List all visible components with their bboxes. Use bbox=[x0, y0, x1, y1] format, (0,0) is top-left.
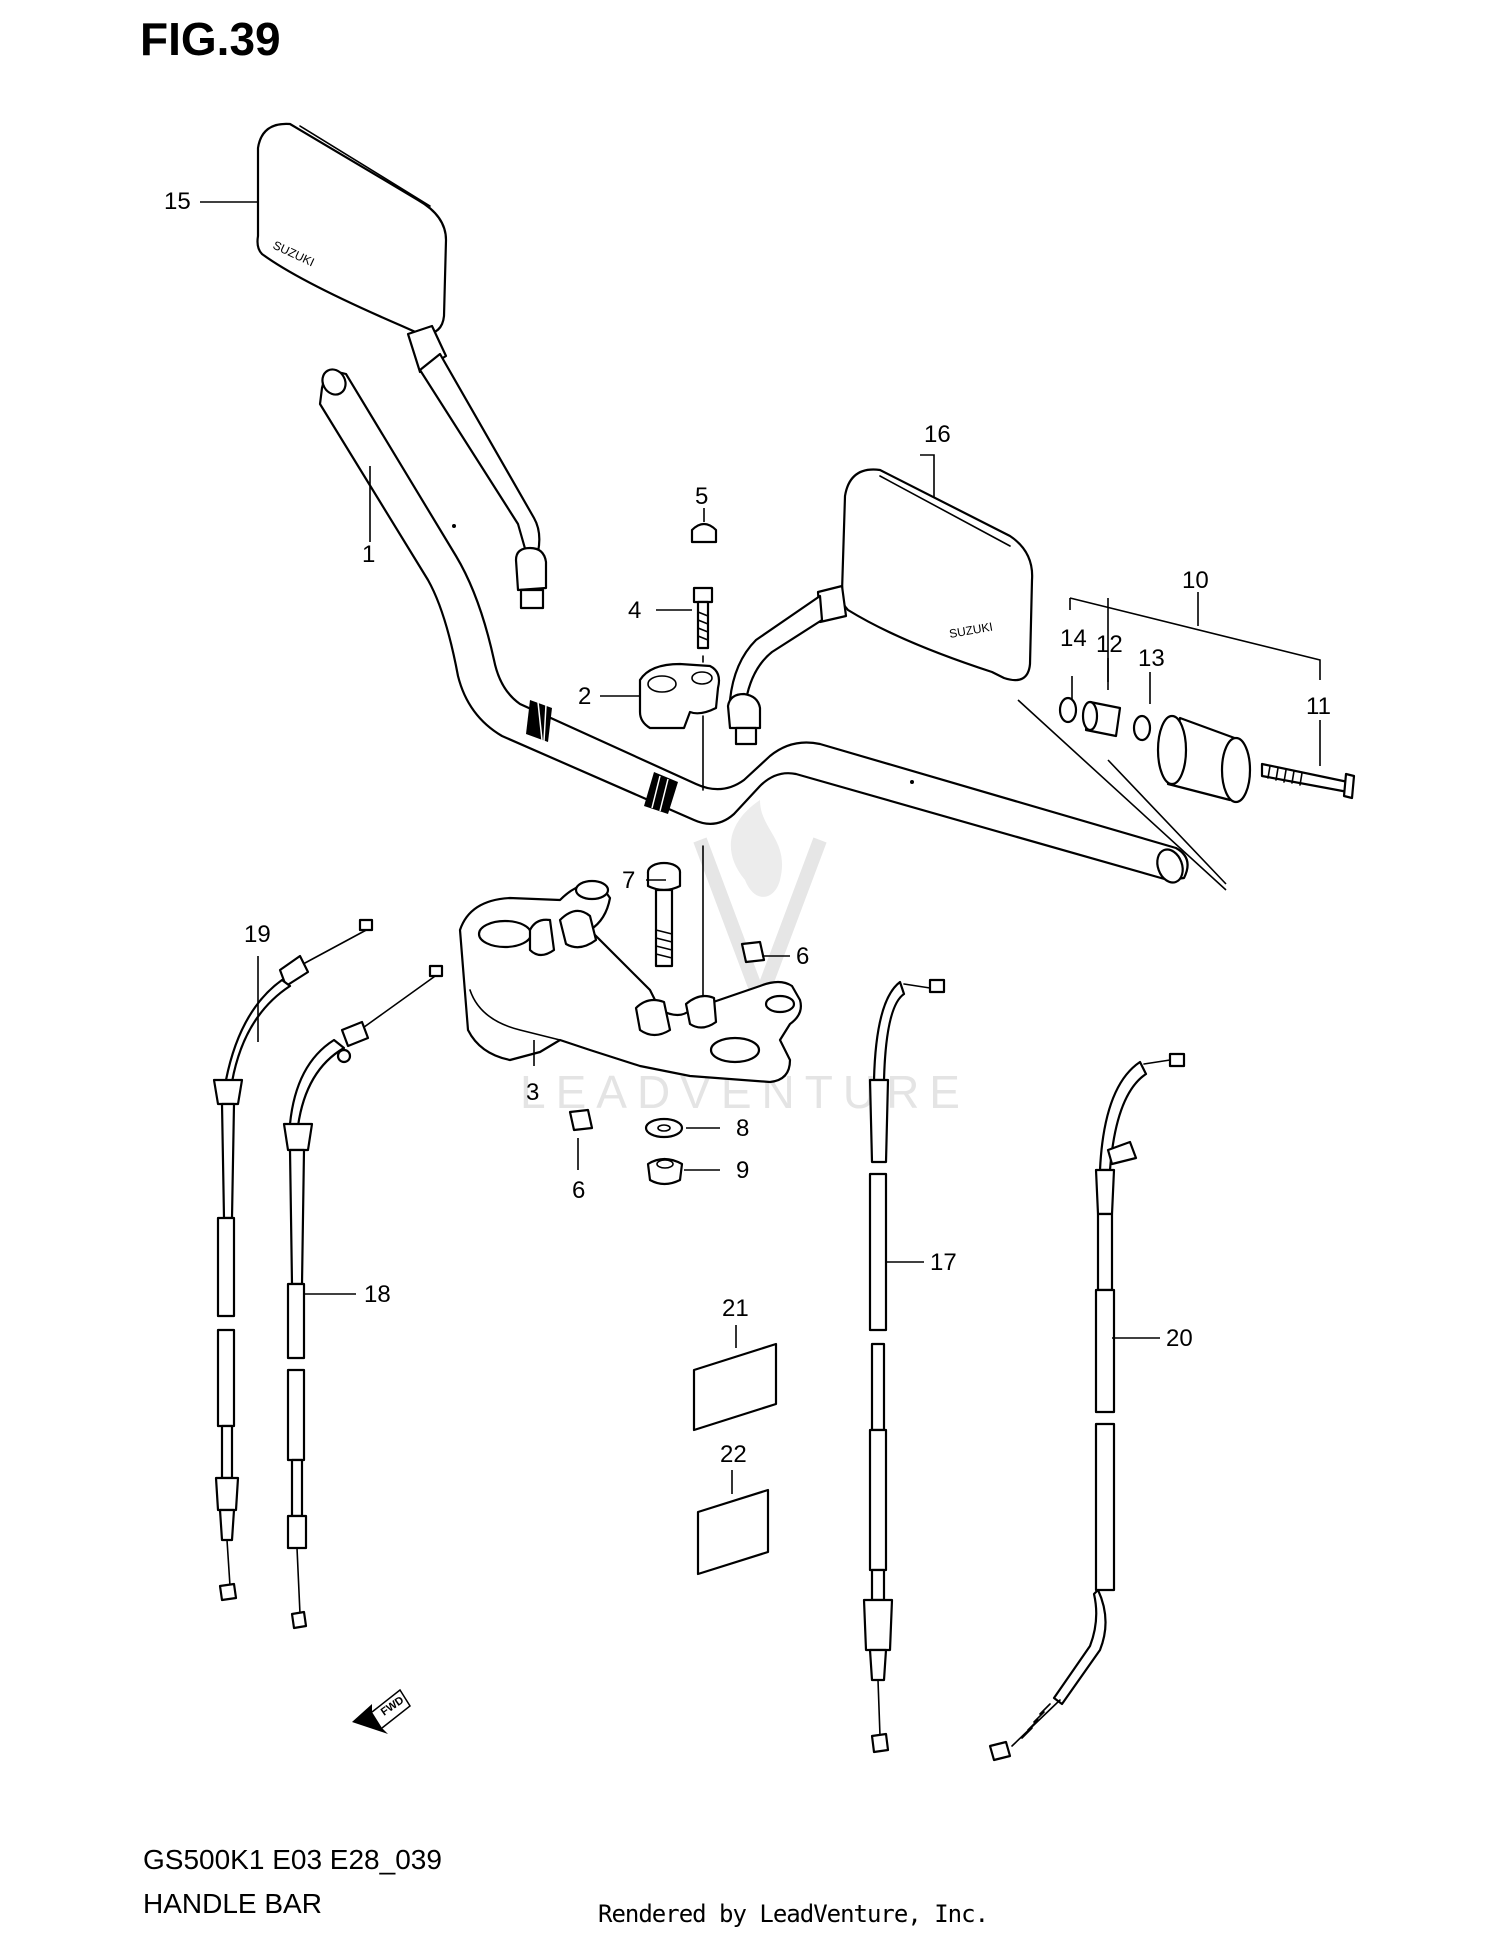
callout-14: 14 bbox=[1060, 625, 1087, 652]
callout-12: 12 bbox=[1096, 631, 1123, 658]
cable-20 bbox=[988, 1052, 1186, 1762]
callout-6b: 6 bbox=[572, 1177, 585, 1204]
cushion-rubber-upper bbox=[740, 940, 766, 964]
callout-21: 21 bbox=[722, 1295, 749, 1322]
cap bbox=[690, 522, 718, 544]
figure-title: FIG.39 bbox=[140, 13, 281, 65]
right-mirror: SUZUKI bbox=[726, 468, 1034, 746]
throttle-cable-1 bbox=[212, 918, 374, 1602]
render-credit: Rendered by LeadVenture, Inc. bbox=[598, 1900, 989, 1928]
model-code: GS500K1 E03 E28_039 bbox=[143, 1844, 442, 1875]
callout-9: 9 bbox=[736, 1157, 749, 1184]
cable-17 bbox=[862, 978, 946, 1754]
clamp-bolt-shank bbox=[696, 600, 710, 650]
throttle-cable-2 bbox=[282, 964, 444, 1630]
callout-5: 5 bbox=[695, 483, 708, 510]
caution-label-22 bbox=[696, 1488, 770, 1576]
callout-6a: 6 bbox=[796, 943, 809, 970]
callout-13: 13 bbox=[1138, 645, 1165, 672]
callout-11: 11 bbox=[1306, 693, 1331, 720]
upper-clamp bbox=[638, 662, 721, 730]
callout-22: 22 bbox=[720, 1441, 747, 1468]
diagram-name: HANDLE BAR bbox=[143, 1888, 322, 1919]
callout-1: 1 bbox=[362, 541, 375, 568]
callout-3: 3 bbox=[526, 1079, 539, 1106]
nut bbox=[646, 1157, 684, 1186]
cushion-rubber-lower bbox=[568, 1108, 594, 1132]
callout-20: 20 bbox=[1166, 1325, 1193, 1352]
callout-16: 16 bbox=[924, 421, 951, 448]
bar-end-balancer-set bbox=[1017, 696, 1356, 891]
callout-19: 19 bbox=[244, 921, 271, 948]
bar-end-screw bbox=[1260, 762, 1350, 794]
washer bbox=[644, 1117, 684, 1139]
callout-18: 18 bbox=[364, 1281, 391, 1308]
callout-15: 15 bbox=[164, 188, 191, 215]
callout-17: 17 bbox=[930, 1249, 957, 1276]
callout-7: 7 bbox=[622, 867, 635, 894]
bar-end-nut bbox=[1132, 714, 1152, 742]
caution-label-21 bbox=[692, 1342, 778, 1432]
holder-bolt bbox=[646, 861, 682, 968]
callout-10: 10 bbox=[1182, 567, 1209, 594]
callout-8: 8 bbox=[736, 1115, 749, 1142]
handlebar bbox=[318, 368, 1189, 884]
callout-2: 2 bbox=[578, 683, 591, 710]
leader-lines bbox=[200, 201, 1321, 1494]
forward-direction-marker: FWD bbox=[352, 1688, 411, 1734]
clamp-bolt-head bbox=[692, 586, 714, 604]
bar-end-washer bbox=[1058, 696, 1078, 724]
callouts: 15 1 2 16 5 4 10 14 12 13 11 7 6 3 6 8 9… bbox=[164, 188, 1331, 1468]
handlebar-holder bbox=[458, 879, 802, 1084]
callout-4: 4 bbox=[628, 597, 641, 624]
watermark-flame bbox=[730, 800, 783, 897]
left-mirror: SUZUKI bbox=[256, 122, 548, 610]
handlebar-clamp-assembly bbox=[638, 522, 721, 1001]
